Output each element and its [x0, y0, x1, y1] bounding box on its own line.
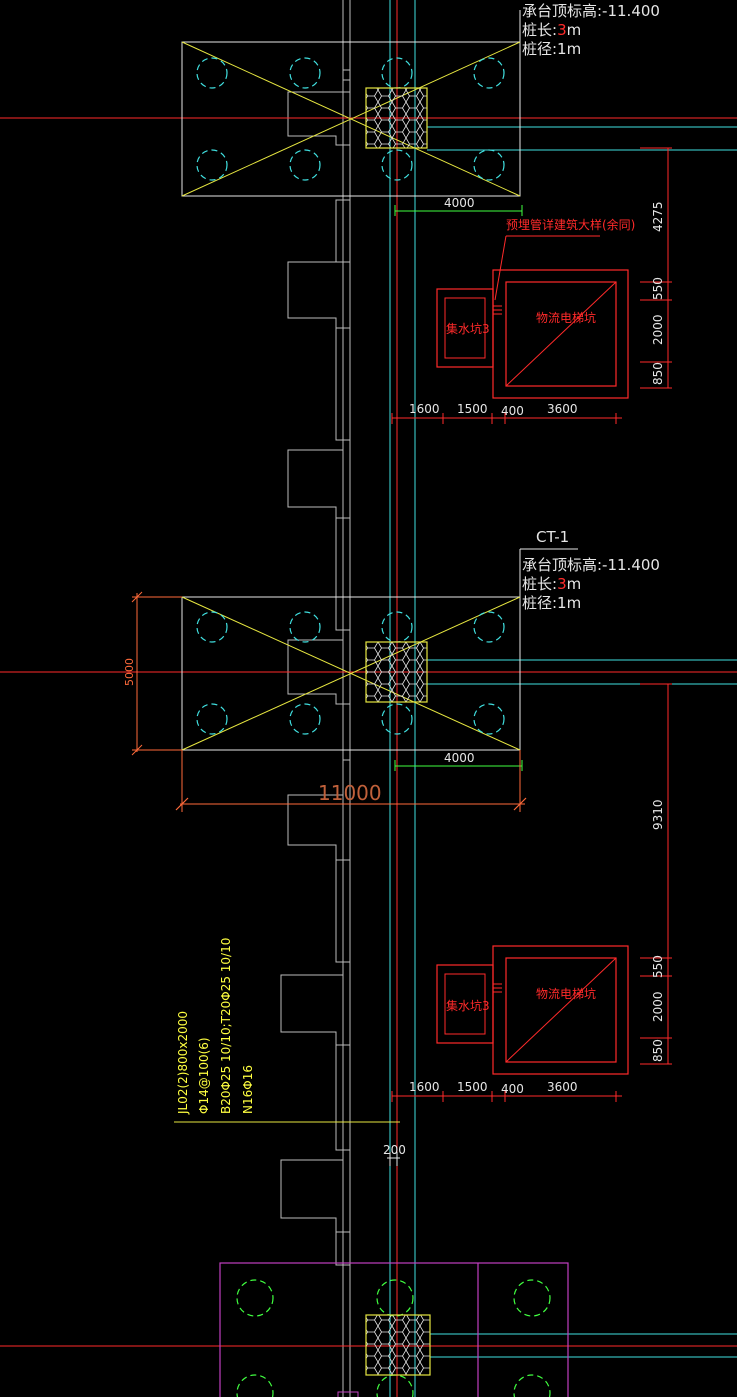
dim-top-4000-label: 4000 — [444, 196, 475, 210]
cap-ct1-pile-diameter: 桩径:1m — [522, 594, 581, 612]
dim-lower-550: 550 — [651, 955, 665, 978]
dims-upper-vertical — [640, 147, 672, 389]
dims-lower-horizontal: 1600 1500 400 3600 — [391, 1080, 622, 1102]
dims-upper-vertical-labels: 4275 550 2000 850 — [651, 201, 665, 385]
elevator-pit-lower[interactable]: 物流电梯坑 — [492, 945, 629, 1075]
horizontal-axis-lines — [0, 117, 737, 1347]
dims-lower-vertical — [640, 683, 672, 1065]
retaining-wall-profile — [280, 69, 350, 1266]
sump-pit-lower[interactable]: 集水坑3 — [436, 964, 502, 1044]
cyan-beam-lines — [427, 126, 737, 1358]
sump-pit-upper[interactable]: 集水坑3 — [436, 288, 502, 368]
column-hatch — [365, 1314, 431, 1376]
dim-upper-850: 850 — [651, 362, 665, 385]
dim-200-label: 200 — [383, 1143, 406, 1157]
pile-cap-bottom[interactable] — [219, 1262, 569, 1397]
dim-upper-2000: 2000 — [651, 314, 665, 345]
dim-lower-1500: 1500 — [457, 1080, 488, 1094]
elevator-pit-upper[interactable]: 物流电梯坑 — [492, 269, 629, 399]
dim-top-4000: 4000 — [394, 196, 523, 216]
cap-top-pile-length: 桩长:3m — [522, 21, 581, 39]
pile-circles — [196, 611, 505, 735]
column-hatch — [365, 641, 428, 703]
dim-lower-1600: 1600 — [409, 1080, 440, 1094]
cap-ct1-annotation: CT-1 承台顶标高:-11.400 桩长:3m 桩径:1m — [519, 528, 660, 612]
cap-ct1-elevation: 承台顶标高:-11.400 — [522, 556, 660, 574]
dim-ct1-4000: 4000 — [394, 751, 523, 771]
dim-ct1-11000-label: 11000 — [318, 781, 382, 805]
dim-ct1-5000-label: 5000 — [123, 658, 136, 686]
dim-lower-850: 850 — [651, 1039, 665, 1062]
dim-lower-3600: 3600 — [547, 1080, 578, 1094]
dim-lower-9310: 9310 — [651, 799, 665, 830]
elevator-pit-lower-label: 物流电梯坑 — [536, 986, 596, 1001]
pile-cap-top[interactable] — [181, 41, 521, 197]
dim-upper-1500: 1500 — [457, 402, 488, 416]
column-hatch — [365, 87, 428, 149]
dims-upper-horizontal: 1600 1500 400 3600 — [391, 402, 622, 424]
dim-lower-2000: 2000 — [651, 991, 665, 1022]
dim-upper-4275: 4275 — [651, 201, 665, 232]
cap-ct1-pile-length: 桩长:3m — [522, 575, 581, 593]
beam-label-1: Φ14@100(6) — [197, 1037, 211, 1114]
dim-upper-550: 550 — [651, 277, 665, 300]
dims-lower-vertical-labels: 9310 550 2000 850 — [651, 799, 665, 1062]
dim-ct1-11000: 11000 — [175, 750, 527, 812]
sump-pit-upper-label: 集水坑3 — [446, 321, 490, 336]
pit-note: 预埋管详建筑大样(余同) — [494, 217, 635, 301]
dim-ct1-4000-label: 4000 — [444, 751, 475, 765]
cap-ct1-name: CT-1 — [536, 528, 569, 546]
cap-top-annotation: 承台顶标高:-11.400 桩长:3m 桩径:1m — [519, 2, 660, 58]
sump-pit-lower-label: 集水坑3 — [446, 998, 490, 1013]
dim-upper-1600: 1600 — [409, 402, 440, 416]
dim-200: 200 — [383, 1143, 406, 1166]
cap-top-pile-diameter: 桩径:1m — [522, 40, 581, 58]
beam-annotation[interactable]: JL02(2)800x2000 Φ14@100(6) B20Φ25 10/10;… — [174, 938, 400, 1123]
elevator-pit-upper-label: 物流电梯坑 — [536, 310, 596, 325]
beam-label-0: JL02(2)800x2000 — [176, 1011, 190, 1115]
beam-label-2: B20Φ25 10/10;T20Φ25 10/10 — [219, 938, 233, 1114]
dim-ct1-5000: 5000 — [123, 591, 182, 756]
cap-top-elevation: 承台顶标高:-11.400 — [522, 2, 660, 20]
pit-note-text: 预埋管详建筑大样(余同) — [506, 217, 635, 232]
dim-upper-3600: 3600 — [547, 402, 578, 416]
dim-upper-400: 400 — [501, 404, 524, 418]
dim-lower-400: 400 — [501, 1082, 524, 1096]
pile-cap-ct1[interactable] — [181, 596, 521, 751]
beam-label-3: N16Φ16 — [241, 1065, 255, 1114]
